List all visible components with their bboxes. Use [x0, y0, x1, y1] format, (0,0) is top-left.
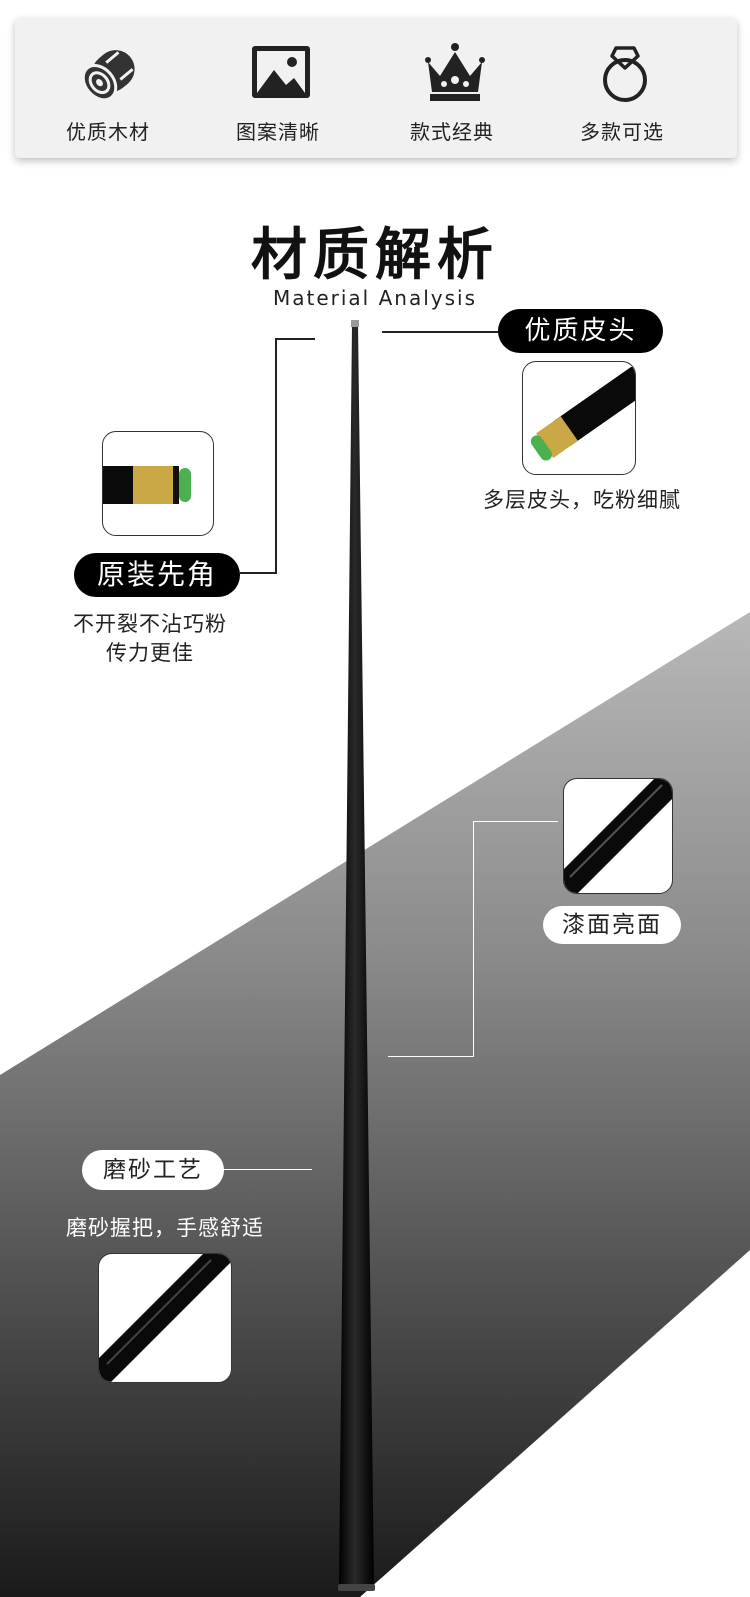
connector-line: [275, 338, 315, 340]
ferrule-label: 原装先角: [74, 553, 240, 597]
crown-icon: [425, 43, 485, 101]
cue-butt-end: [338, 1584, 375, 1591]
picture-icon: [252, 46, 310, 98]
feature-options: 多款可选: [547, 18, 697, 158]
finish-thumbnail: [563, 778, 673, 894]
grip-thumbnail: [98, 1253, 232, 1383]
finish-label: 漆面亮面: [543, 906, 681, 944]
feature-wood: 优质木材: [33, 18, 183, 158]
ferrule-description-line1: 不开裂不沾巧粉: [73, 612, 227, 636]
ferrule-thumbnail: [102, 431, 214, 536]
connector-line: [382, 331, 502, 333]
feature-label: 图案清晰: [236, 120, 320, 144]
feature-label: 多款可选: [580, 120, 664, 144]
feature-label: 优质木材: [66, 120, 150, 144]
connector-line: [222, 1169, 312, 1170]
grip-label: 磨砂工艺: [82, 1150, 224, 1190]
tip-description: 多层皮头，吃粉细腻: [483, 488, 681, 512]
cue-tip: [351, 320, 359, 327]
connector-line: [473, 821, 558, 822]
section-subtitle: Material Analysis: [272, 286, 477, 310]
connector-line: [388, 1056, 474, 1057]
ferrule-description-line2: 传力更佳: [106, 641, 194, 665]
connector-line: [275, 338, 277, 574]
tip-thumbnail: [522, 361, 636, 475]
feature-classic: 款式经典: [377, 18, 527, 158]
wood-log-icon: [81, 50, 135, 102]
ring-icon: [603, 46, 647, 102]
feature-label: 款式经典: [410, 120, 494, 144]
tip-label: 优质皮头: [498, 309, 663, 353]
grip-description: 磨砂握把，手感舒适: [66, 1216, 264, 1240]
feature-pattern: 图案清晰: [203, 18, 353, 158]
connector-line: [240, 572, 277, 574]
connector-line: [473, 821, 474, 1056]
section-title: 材质解析: [251, 223, 499, 288]
features-bar: 优质木材 图案清晰 款式经典 多款可选: [15, 18, 737, 158]
